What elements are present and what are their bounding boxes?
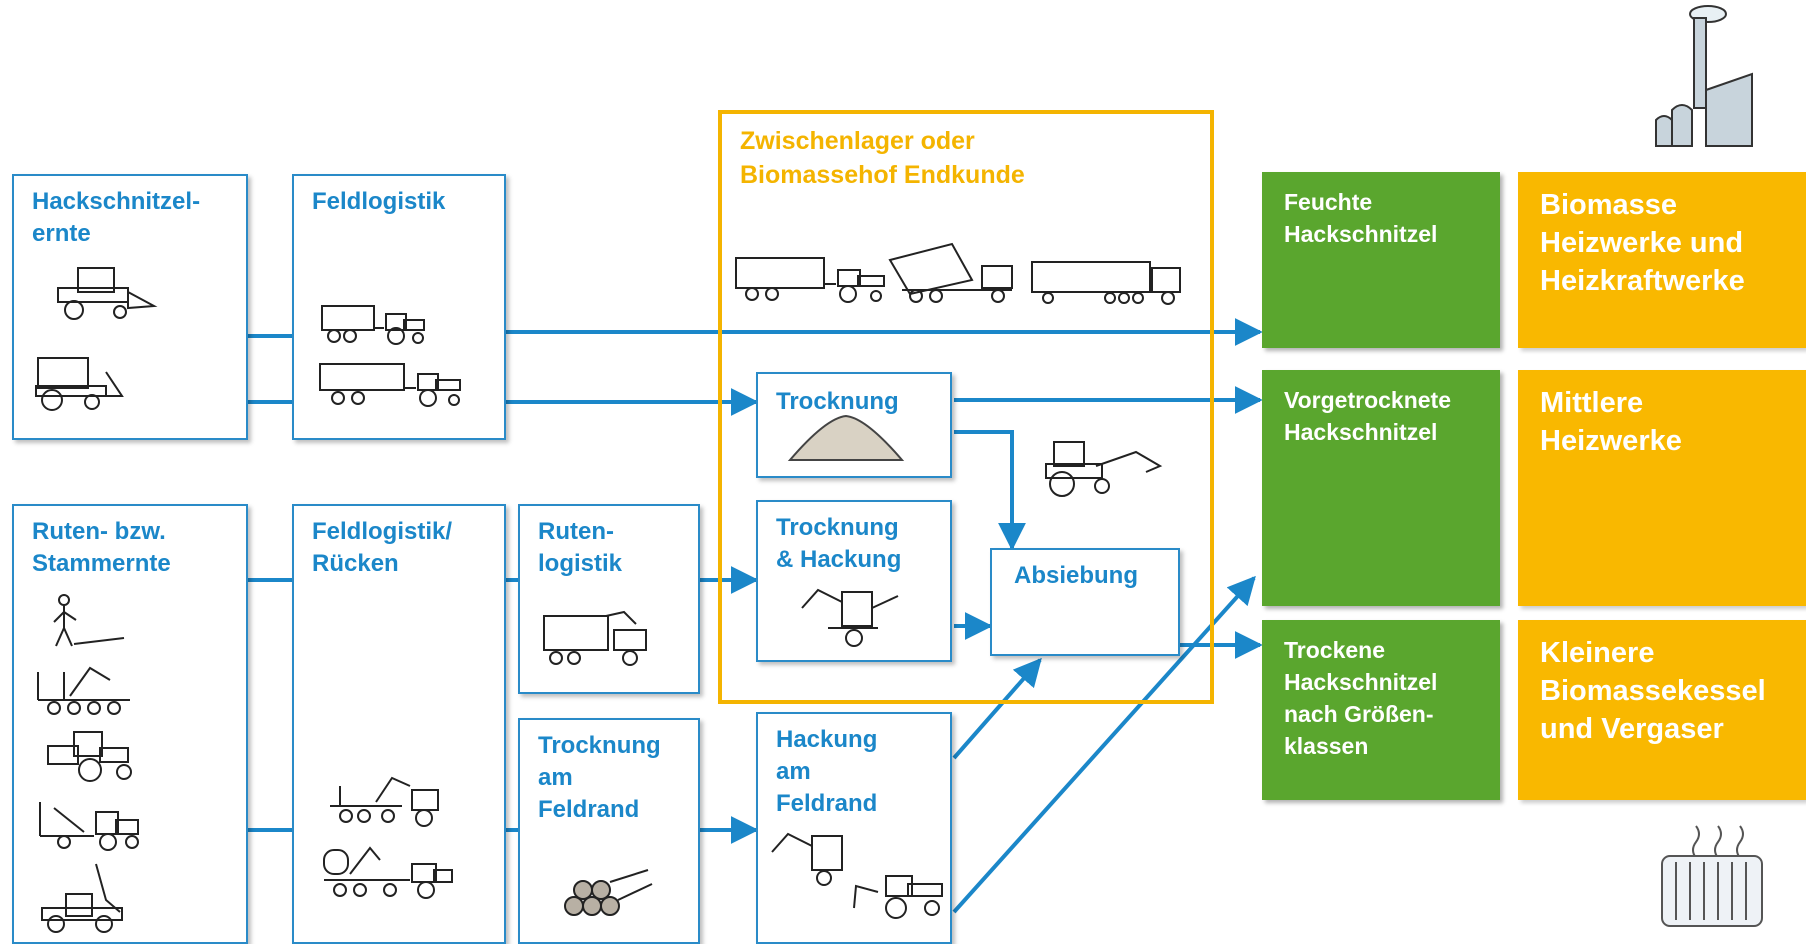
truck-icon xyxy=(735,257,885,303)
worker-icon xyxy=(53,594,125,647)
forwarder-icon xyxy=(39,802,139,851)
box-feldlogistik-label: Feldlogistik xyxy=(312,188,446,215)
box-hackung-feldrand-label: Hackung am Feldrand xyxy=(776,726,878,817)
pile-icon xyxy=(787,414,905,461)
product-trockene: Trockene Hackschnitzel nach Größen- klas… xyxy=(1262,620,1500,800)
box-absiebung: Absiebung xyxy=(990,548,1180,656)
loader-tractor-icon xyxy=(1045,441,1163,497)
arrow-hackung-to-absiebung xyxy=(952,657,1042,760)
product-trockene-label: Trockene Hackschnitzel nach Größen- klas… xyxy=(1284,637,1438,759)
chipper-icon xyxy=(771,832,943,919)
tractor-trailer-icon xyxy=(319,363,461,407)
consumer-mittlere-heizwerke: Mittlere Heizwerke xyxy=(1518,370,1806,606)
product-vorgetrocknete-label: Vorgetrocknete Hackschnitzel xyxy=(1284,387,1452,445)
consumer-kleinere-kessel-label: Kleinere Biomassekessel und Vergaser xyxy=(1540,637,1766,745)
consumer-biomasse-heizwerke: Biomasse Heizwerke und Heizkraftwerke xyxy=(1518,172,1806,348)
box-trocknung-label: Trocknung xyxy=(776,388,899,415)
container-truck-icon xyxy=(888,242,1013,303)
box-trocknung-hackung: Trocknung & Hackung xyxy=(756,500,952,662)
storage-title: Zwischenlager oder Biomassehof Endkunde xyxy=(740,127,1025,189)
box-absiebung-label: Absiebung xyxy=(1014,562,1138,589)
semi-trailer-icon xyxy=(1031,261,1181,305)
storage-box: Zwischenlager oder Biomassehof Endkunde xyxy=(718,110,1214,704)
product-vorgetrocknete: Vorgetrocknete Hackschnitzel xyxy=(1262,370,1500,606)
log-pile-icon xyxy=(564,869,653,916)
box-feldlogistik-ruecken-label: Feldlogistik/ Rücken xyxy=(312,518,453,577)
box-ruten-stammernte-label: Ruten- bzw. Stammernte xyxy=(32,518,171,577)
power-plant-icon xyxy=(1655,5,1753,147)
box-trocknung-feldrand-label: Trocknung am Feldrand xyxy=(538,732,661,823)
arrow-trocknung-to-absiebung xyxy=(954,430,1026,551)
product-feuchte-label: Feuchte Hackschnitzel xyxy=(1284,189,1438,247)
forwarder-icon xyxy=(323,846,453,899)
arrow-hackung-to-vorgetrocknete xyxy=(952,575,1256,914)
consumer-mittlere-heizwerke-label: Mittlere Heizwerke xyxy=(1540,387,1682,457)
tractor-icon xyxy=(47,731,132,782)
box-trocknung-hackung-label: Trocknung & Hackung xyxy=(776,514,902,573)
chipper-icon xyxy=(801,588,899,647)
box-hackschnitzel-ernte-label: Hackschnitzel- ernte xyxy=(32,188,201,247)
tractor-trailer-icon xyxy=(321,305,425,345)
product-feuchte: Feuchte Hackschnitzel xyxy=(1262,172,1500,348)
harvester-icon xyxy=(57,267,158,320)
box-rutenlogistik-label: Ruten- logistik xyxy=(538,518,623,577)
consumer-biomasse-heizwerke-label: Biomasse Heizwerke und Heizkraftwerke xyxy=(1540,189,1745,297)
consumer-kleinere-kessel: Kleinere Biomassekessel und Vergaser xyxy=(1518,620,1806,800)
box-ruten-stammernte: Ruten- bzw. Stammernte xyxy=(12,504,248,944)
forwarder-icon xyxy=(41,863,123,933)
radiator-icon xyxy=(1661,825,1763,927)
box-rutenlogistik: Ruten- logistik xyxy=(518,504,700,694)
forwarder-icon xyxy=(543,610,647,666)
forwarder-icon xyxy=(37,666,130,715)
forwarder-icon xyxy=(330,776,439,827)
forage-harvester-icon xyxy=(35,357,124,411)
